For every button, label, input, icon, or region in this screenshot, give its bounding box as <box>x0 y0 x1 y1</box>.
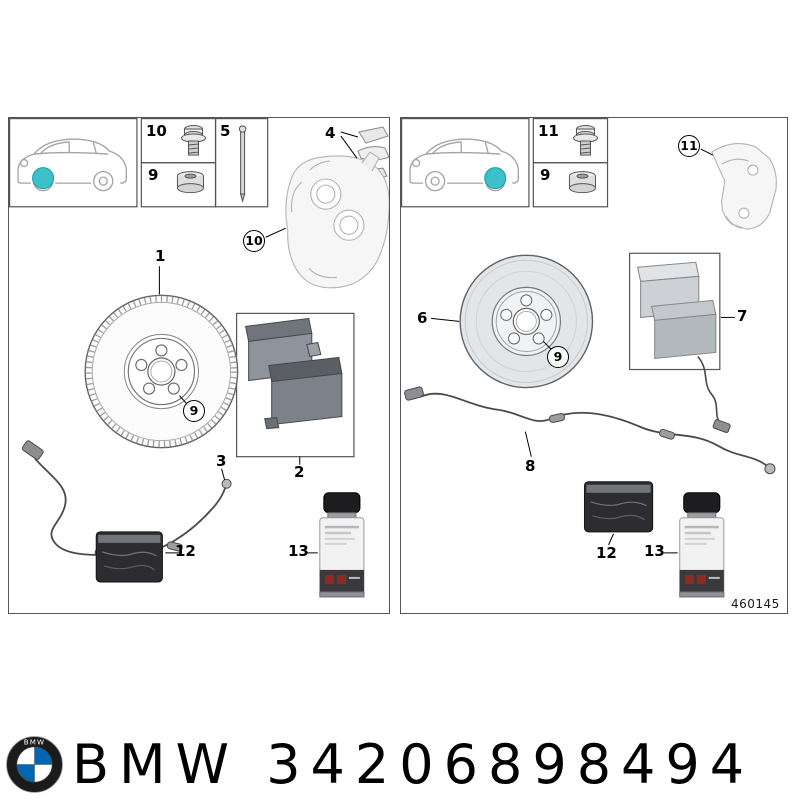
car-thumbnail-icon <box>409 138 519 192</box>
footer: BMW BMW 34206898494 <box>6 733 798 796</box>
callout-pouch: 12 <box>175 542 196 560</box>
callout-disc: 6 <box>417 309 428 327</box>
rear-brake-pads-drawing <box>637 261 731 434</box>
callout-disc: 1 <box>155 247 166 265</box>
front-wheel-highlight <box>32 167 55 190</box>
callout-sensor: 3 <box>216 452 227 470</box>
callout-spray: 13 <box>644 542 665 560</box>
rear-axle-diagram <box>401 118 777 598</box>
wear-sensor-cable-drawing <box>404 386 776 475</box>
spray-can <box>319 492 365 598</box>
bushing-icon <box>568 171 597 194</box>
callout-hub-circled: 9 <box>183 400 205 422</box>
legend-boxes <box>401 118 721 371</box>
grease-pouch <box>95 531 163 583</box>
brake-pads-drawing <box>245 317 343 430</box>
roundel-blue-quadrant <box>34 746 53 764</box>
front-axle-diagram <box>9 118 389 598</box>
part-number-text: 34206898494 <box>266 732 755 796</box>
callout-sensor: 8 <box>525 457 536 475</box>
roundel-blue-quadrant <box>16 764 35 782</box>
callout-pads: 7 <box>737 307 748 325</box>
callout-clip: 4 <box>325 124 336 142</box>
caliper-carrier-drawing <box>711 142 777 230</box>
callout-bushing: 9 <box>540 166 551 184</box>
bolt-icon <box>572 125 599 156</box>
callout-spray: 13 <box>288 542 309 560</box>
part-title: BMW 34206898494 <box>72 733 754 796</box>
front-brake-disc-drawing <box>84 294 239 449</box>
callout-pads: 2 <box>294 463 305 481</box>
spray-can <box>679 492 725 598</box>
bushing-icon <box>176 171 205 194</box>
diagram-number: 460145 <box>731 597 780 611</box>
leader-lines <box>158 131 359 554</box>
bmw-logo-text: BMW <box>24 737 45 746</box>
front-brake-diagram-panel: 10 9 5 4 1 2 3 12 13 10 9 <box>8 117 390 614</box>
callout-bushing: 9 <box>148 166 159 184</box>
bolt-icon <box>180 125 207 156</box>
rear-wheel-highlight <box>484 167 507 190</box>
grease-pouch <box>583 481 654 533</box>
callout-caliper-circled: 10 <box>243 230 265 252</box>
bmw-logo-icon: BMW <box>6 735 63 793</box>
rear-brake-diagram-panel: 11 9 6 7 8 12 13 11 9 460145 <box>400 117 788 614</box>
callout-hub-circled: 9 <box>547 346 569 368</box>
brand-text: BMW <box>72 732 240 796</box>
guide-pin-icon <box>238 125 247 203</box>
callout-guide-pin: 5 <box>220 122 231 140</box>
rear-brake-disc-drawing <box>459 254 594 389</box>
callout-carrier-circled: 11 <box>678 135 700 157</box>
callout-pouch: 12 <box>596 544 617 562</box>
callout-bolt: 11 <box>538 122 559 140</box>
callout-bolt: 10 <box>146 122 167 140</box>
brake-caliper-drawing <box>285 151 389 289</box>
